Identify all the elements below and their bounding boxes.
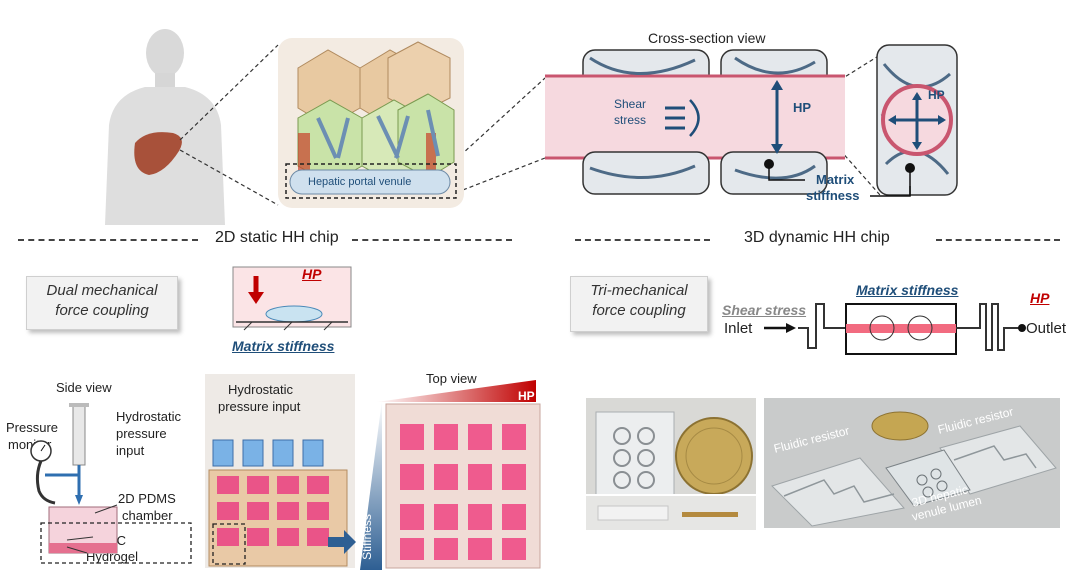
pdms-label-1: 2D PDMS <box>118 491 176 506</box>
tri-coupling-line2: force coupling <box>592 302 686 319</box>
outlet-label: Outlet <box>1026 320 1067 337</box>
2d-mechanics-schematic <box>232 266 352 331</box>
divider-left-2 <box>352 239 512 241</box>
side-view-apparatus <box>30 403 192 564</box>
pdms-label-2: chamber <box>122 508 173 523</box>
matrix-stiffness-label-2: stiffness <box>806 188 860 203</box>
top-view-chip <box>385 403 541 569</box>
shear-stress-label-3d: Shear stress <box>722 302 807 318</box>
chip-coin-illustration <box>595 411 753 509</box>
section-title-3d: 3D dynamic HH chip <box>744 229 890 246</box>
cross-section-title: Cross-section view <box>648 30 766 46</box>
hp-label-ring: HP <box>928 88 945 102</box>
3d-chip-illustration <box>771 411 1057 527</box>
dual-coupling-line1: Dual mechanical <box>46 282 158 299</box>
inlet-label: Inlet <box>724 320 753 337</box>
section-title-2d: 2D static HH chip <box>215 229 339 246</box>
vessel-ring-cross-section <box>876 44 958 196</box>
divider-right-1 <box>575 239 710 241</box>
pressure-monitor-1: Pressure <box>6 420 59 435</box>
photo-label-1: Hydrostatic <box>228 382 294 397</box>
hp-label-vessel: HP <box>793 100 812 115</box>
divider-left-1 <box>18 239 198 241</box>
dual-coupling-line2: force coupling <box>55 302 149 319</box>
side-view-label: Side view <box>56 380 112 395</box>
chip-side-illustration <box>597 505 738 521</box>
hepatic-lobule-illustration <box>285 41 457 199</box>
hp-gradient-label: HP <box>518 389 535 403</box>
shear-stress-label-2: stress <box>614 113 647 127</box>
tri-coupling-box: Tri-mechanical force coupling <box>570 276 708 332</box>
hp-label-3d: HP <box>1030 290 1050 306</box>
hydro-input-2: pressure <box>116 426 167 441</box>
portal-venule-label: Hepatic portal venule <box>308 176 412 188</box>
human-figure-icon <box>105 29 225 225</box>
3d-chip-circuit-schematic <box>764 303 1026 355</box>
arrow-right-icon <box>328 530 356 554</box>
divider-right-2 <box>936 239 1060 241</box>
matrix-stiffness-label-3d: Matrix stiffness <box>856 282 959 298</box>
matrix-stiffness-label-2d: Matrix stiffness <box>232 338 335 354</box>
hydro-input-3: input <box>116 443 145 458</box>
dual-coupling-box: Dual mechanical force coupling <box>26 276 178 330</box>
stiffness-gradient-label: Stiffness <box>359 514 374 560</box>
tri-coupling-line1: Tri-mechanical <box>590 282 688 299</box>
photo-chip-illustration <box>208 439 348 567</box>
matrix-stiffness-label-1: Matrix <box>816 172 855 187</box>
matrix-stiffness-connector <box>870 186 911 197</box>
hydro-input-1: Hydrostatic <box>116 409 182 424</box>
shear-stress-label-1: Shear <box>614 97 647 111</box>
stiffness-gradient-wedge <box>360 400 382 570</box>
hp-gradient-wedge <box>376 380 536 402</box>
cross-section-vessel <box>545 49 845 195</box>
hp-label-2d: HP <box>302 266 322 282</box>
top-view-label: Top view <box>426 371 477 386</box>
photo-label-2: pressure input <box>218 399 301 414</box>
